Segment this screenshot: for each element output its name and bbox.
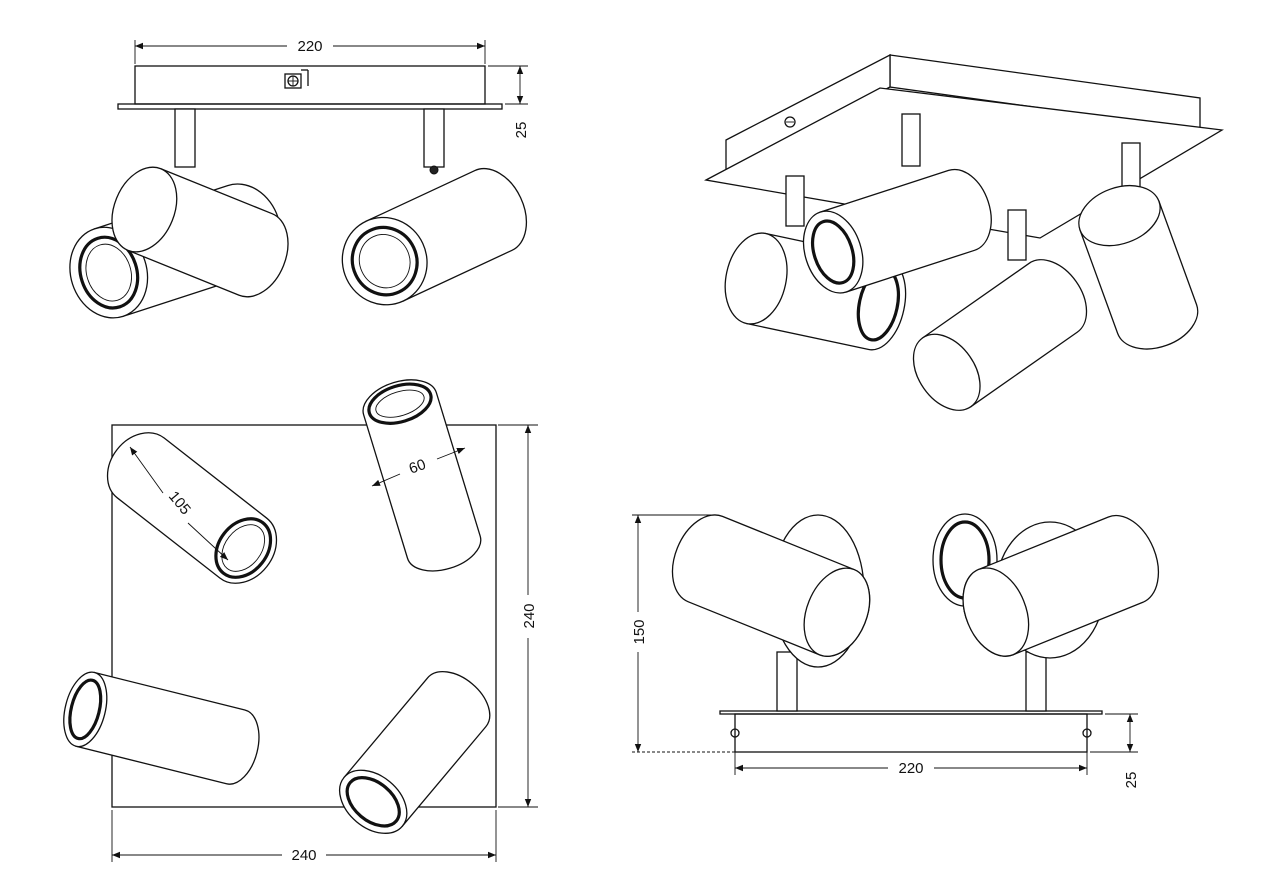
dimension-front-plate-height: 25 (1123, 772, 1140, 789)
side-view-plate (134, 65, 486, 105)
dimension-front-height: 150 (631, 619, 648, 644)
top-view-spot-3 (63, 671, 260, 785)
side-view-stem-right (423, 108, 445, 168)
perspective-spot-middle (802, 168, 992, 294)
front-view-spot-left (671, 514, 871, 657)
top-view-plate (111, 424, 497, 808)
dimension-front-width: 220 (898, 760, 923, 777)
top-view-spot-4 (339, 670, 491, 834)
perspective-spot-front (912, 259, 1088, 411)
screw-icon (784, 116, 796, 128)
dimension-top-width: 240 (291, 847, 316, 864)
dimension-spot-diameter: 60 (407, 456, 428, 478)
front-view-plate (734, 713, 1088, 753)
top-view-spot-2 (362, 379, 482, 572)
top-view-spot-1 (106, 432, 278, 584)
side-view-spot-left-front (111, 166, 289, 298)
screw-icon (284, 69, 309, 89)
side-view-stem-left (174, 108, 196, 168)
perspective-view (704, 53, 1224, 411)
dimension-top-height: 240 (521, 603, 538, 628)
front-view-stem-right (1025, 651, 1047, 712)
dimension-side-width: 220 (297, 38, 322, 55)
side-view-spot-right (341, 167, 528, 306)
front-view-spot-right (962, 514, 1159, 657)
dimension-side-height: 25 (513, 122, 530, 139)
side-view: 220 25 (69, 38, 530, 319)
side-view-pivot (429, 165, 439, 175)
front-view-stem-left (776, 651, 798, 712)
perspective-spot-back (1078, 184, 1199, 350)
side-view-plate-rim (117, 103, 503, 110)
front-view: 150 220 25 (631, 513, 1159, 789)
top-view: 105 60 240 240 (63, 379, 538, 864)
